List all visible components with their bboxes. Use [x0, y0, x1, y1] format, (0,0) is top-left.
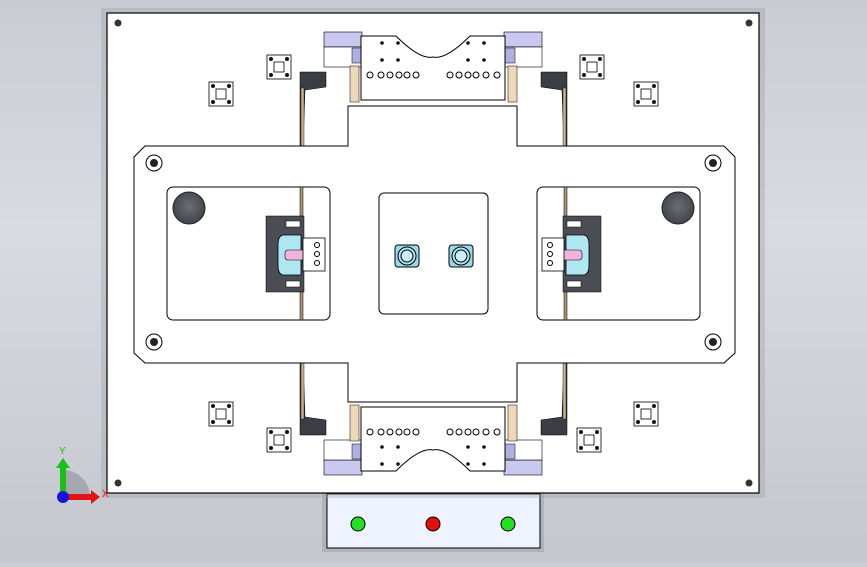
- mounting-block-icon: [208, 81, 234, 107]
- cross-plate-screws: [145, 154, 722, 351]
- right-indicator-light: [500, 516, 516, 532]
- hole-icon: [661, 191, 695, 225]
- screw-hole-icon: [145, 154, 163, 172]
- screw-hole-icon: [145, 333, 163, 351]
- mounting-block-icon: [633, 401, 659, 427]
- left-indicator-light: [350, 516, 366, 532]
- left-station[interactable]: [166, 186, 331, 321]
- mounting-block-icon: [208, 401, 234, 427]
- control-box[interactable]: [322, 492, 544, 552]
- screw-icon: [114, 19, 122, 27]
- corner-screws: [114, 19, 753, 487]
- screw-icon: [114, 479, 122, 487]
- y-axis-arrow: [60, 466, 66, 497]
- screw-hole-icon: [704, 333, 722, 351]
- mounting-block-icon: [576, 427, 602, 453]
- hole-icon: [172, 191, 206, 225]
- right-station[interactable]: [536, 186, 701, 321]
- mounting-block-icon: [633, 81, 659, 107]
- center-plate[interactable]: [378, 192, 489, 315]
- sensor-icon: [448, 244, 474, 268]
- mounting-block-icon: [579, 54, 605, 80]
- center-indicator-light: [425, 516, 441, 532]
- screw-icon: [745, 19, 753, 27]
- screw-hole-icon: [704, 154, 722, 172]
- z-axis-dot: [57, 491, 69, 503]
- x-axis-label: X: [102, 489, 109, 500]
- y-axis-label: Y: [59, 446, 66, 457]
- mounting-block-icon: [266, 54, 292, 80]
- sensor-icon: [394, 244, 420, 268]
- x-axis-arrow: [63, 494, 93, 500]
- mounting-block-icon: [266, 427, 292, 453]
- coordinate-triad: Y X: [56, 446, 109, 504]
- screw-icon: [745, 479, 753, 487]
